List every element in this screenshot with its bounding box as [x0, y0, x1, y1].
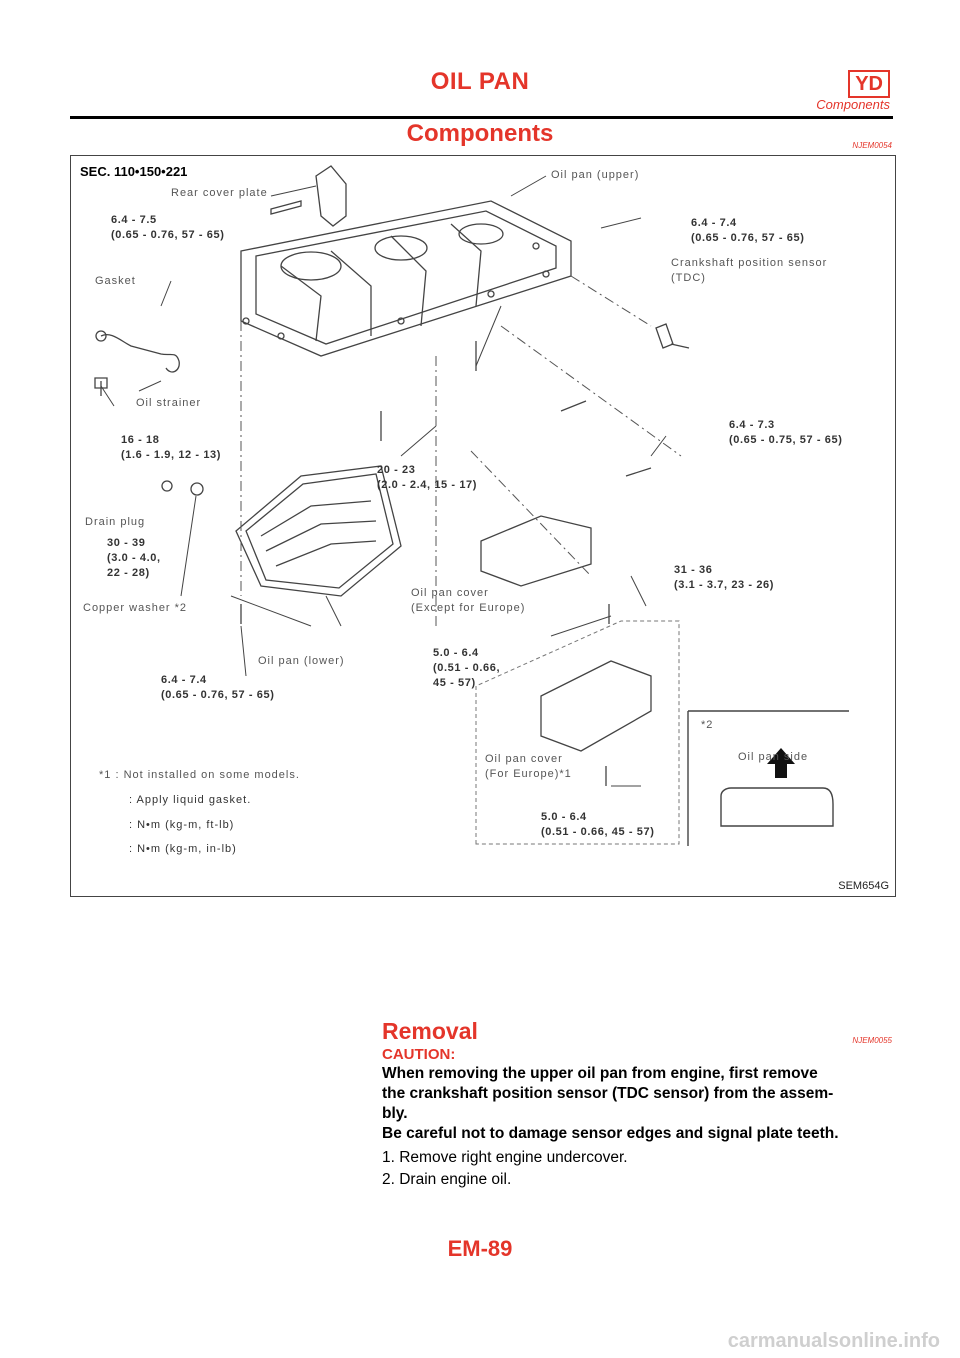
oil-strainer-drawing [100, 334, 180, 373]
torque-spec: 5.0 - 6.4 (0.51 - 0.66, 45 - 57) [433, 647, 501, 689]
rear-cover-plate-drawing [315, 165, 347, 227]
section-title: Components [406, 120, 554, 147]
legend-liquid-gasket: : Apply liquid gasket. [129, 794, 252, 806]
page-header-subtitle: Components [816, 97, 890, 112]
inset-oil-pan-side [687, 710, 849, 846]
label-oil-pan-cover-except: Oil pan cover (Except for Europe) [411, 587, 526, 614]
caution-line: bly. [382, 1105, 408, 1122]
oil-pan-cover-europe-drawing [540, 660, 652, 752]
figure-id: SEM654G [838, 880, 889, 892]
torque-spec: 31 - 36 (3.1 - 3.7, 23 - 26) [674, 564, 775, 591]
caution-line: the crankshaft position sensor (TDC sens… [382, 1085, 834, 1102]
label-crankshaft-sensor: Crankshaft position sensor (TDC) [671, 257, 828, 284]
torque-spec: 6.4 - 7.5 (0.65 - 0.76, 57 - 65) [111, 214, 225, 241]
legend-nm-inlb: : N•m (kg-m, in-lb) [129, 843, 237, 855]
page-header-title: OIL PAN [430, 68, 530, 95]
oil-pan-lower-drawing [235, 465, 402, 597]
up-arrow-icon [767, 748, 795, 778]
caution-line: Be careful not to damage sensor edges an… [382, 1125, 839, 1142]
torque-spec: 6.4 - 7.3 (0.65 - 0.75, 57 - 65) [729, 419, 843, 446]
inset-reference: *2 [701, 719, 714, 731]
label-rear-cover-plate: Rear cover plate [171, 187, 268, 199]
label-oil-pan-cover-europe: Oil pan cover (For Europe)*1 [485, 753, 572, 780]
removal-title: Removal [382, 1018, 478, 1044]
components-figure: SEC. 110•150•221 Rear cover plate Oil pa… [70, 155, 896, 897]
torque-spec: 30 - 39 (3.0 - 4.0, 22 - 28) [107, 537, 161, 579]
label-oil-pan-lower: Oil pan (lower) [258, 655, 345, 667]
torque-spec: 6.4 - 7.4 (0.65 - 0.76, 57 - 65) [161, 674, 275, 701]
label-drain-plug: Drain plug [85, 516, 146, 528]
header-divider [70, 116, 893, 119]
step-item: 1. Remove right engine undercover. [382, 1149, 628, 1166]
caution-line: When removing the upper oil pan from eng… [382, 1065, 818, 1082]
step-item: 2. Drain engine oil. [382, 1171, 512, 1188]
torque-spec: 6.4 - 7.4 (0.65 - 0.76, 57 - 65) [691, 217, 805, 244]
engine-code-badge: YD [848, 70, 890, 98]
note-not-installed: *1 : Not installed on some models. [99, 769, 300, 781]
caution-heading: CAUTION: [382, 1046, 456, 1063]
torque-spec: 16 - 18 (1.6 - 1.9, 12 - 13) [121, 434, 222, 461]
label-oil-strainer: Oil strainer [136, 397, 202, 409]
oil-pan-cover-except-drawing [480, 515, 592, 587]
oil-pan-upper-drawing [240, 200, 572, 357]
section-reference-code: NJEM0054 [852, 141, 892, 150]
watermark: carmanualsonline.info [727, 1330, 940, 1352]
removal-reference-code: NJEM0055 [852, 1036, 892, 1045]
label-oil-pan-side: Oil pan side [738, 751, 809, 763]
legend-nm-ftlb: : N•m (kg-m, ft-lb) [129, 819, 235, 831]
exploded-view-drawing [94, 165, 849, 846]
torque-spec: 5.0 - 6.4 (0.51 - 0.66, 45 - 57) [541, 811, 655, 838]
label-copper-washer: Copper washer *2 [83, 602, 188, 614]
label-oil-pan-upper: Oil pan (upper) [551, 169, 640, 181]
torque-spec: 20 - 23 (2.0 - 2.4, 15 - 17) [377, 464, 478, 491]
section-code: SEC. 110•150•221 [80, 164, 188, 179]
label-gasket: Gasket [95, 275, 136, 287]
page-number: EM-89 [447, 1236, 513, 1261]
